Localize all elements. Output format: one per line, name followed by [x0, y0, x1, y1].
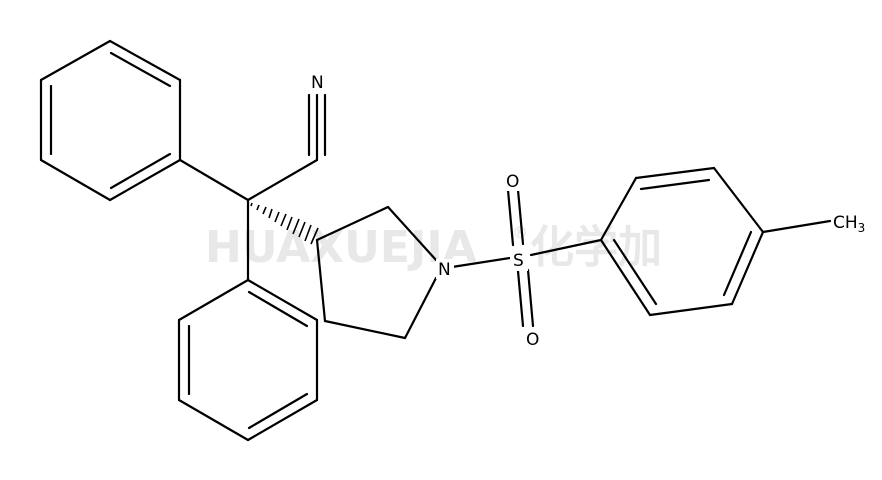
bond-inner	[109, 152, 172, 190]
bond	[450, 256, 512, 269]
bond	[730, 230, 765, 306]
oxygen-top-label: O	[506, 172, 519, 192]
ring-nitrogen-label: N	[438, 260, 451, 280]
bond	[178, 158, 250, 202]
methyl-label: CH3	[833, 213, 865, 235]
bond-inner	[722, 230, 753, 297]
bond	[386, 205, 438, 262]
bond	[506, 188, 515, 247]
bond-inner	[612, 238, 658, 306]
bond-inner	[247, 392, 309, 430]
nitrile-group	[307, 93, 327, 162]
bond	[599, 238, 652, 317]
stereo-hashed-wedge	[250, 202, 319, 245]
bond	[529, 238, 603, 257]
bond	[246, 158, 319, 202]
bond	[599, 176, 638, 242]
bond	[177, 278, 250, 322]
tolyl-ring	[599, 166, 832, 317]
atom-labels: N N S O O CH3	[309, 70, 865, 350]
quaternary-carbon-bonds	[178, 158, 319, 282]
pyrrolidine-ring	[315, 205, 438, 340]
bond	[108, 158, 182, 202]
bond	[39, 39, 112, 82]
bond	[516, 188, 525, 246]
sulfur-label: S	[513, 251, 524, 271]
bond	[177, 398, 250, 442]
upper-phenyl-ring	[39, 39, 182, 202]
bond	[246, 398, 319, 442]
lower-phenyl-ring	[177, 278, 319, 442]
bond	[526, 268, 535, 328]
bond	[315, 205, 390, 242]
bond	[403, 276, 438, 340]
bond-inner	[639, 178, 711, 191]
bond-inner	[109, 51, 172, 88]
bond	[323, 319, 407, 340]
bond	[246, 278, 319, 322]
watermark-registered-mark: ®	[512, 223, 528, 242]
watermark: HUAXUEJIA ® 化学加	[205, 222, 662, 273]
bond	[712, 166, 765, 234]
sulfonyl-group	[450, 188, 603, 328]
bond-inner	[247, 290, 309, 328]
bond	[315, 238, 327, 323]
nitrile-nitrogen-label: N	[311, 73, 324, 93]
bond	[108, 39, 182, 82]
bond	[761, 219, 832, 234]
bond	[648, 302, 734, 317]
watermark-chinese: 化学加	[530, 222, 662, 273]
bond	[516, 269, 525, 328]
oxygen-bottom-label: O	[526, 330, 539, 350]
bond	[39, 158, 112, 202]
bond	[634, 166, 716, 180]
watermark-text: HUAXUEJIA	[205, 222, 477, 273]
